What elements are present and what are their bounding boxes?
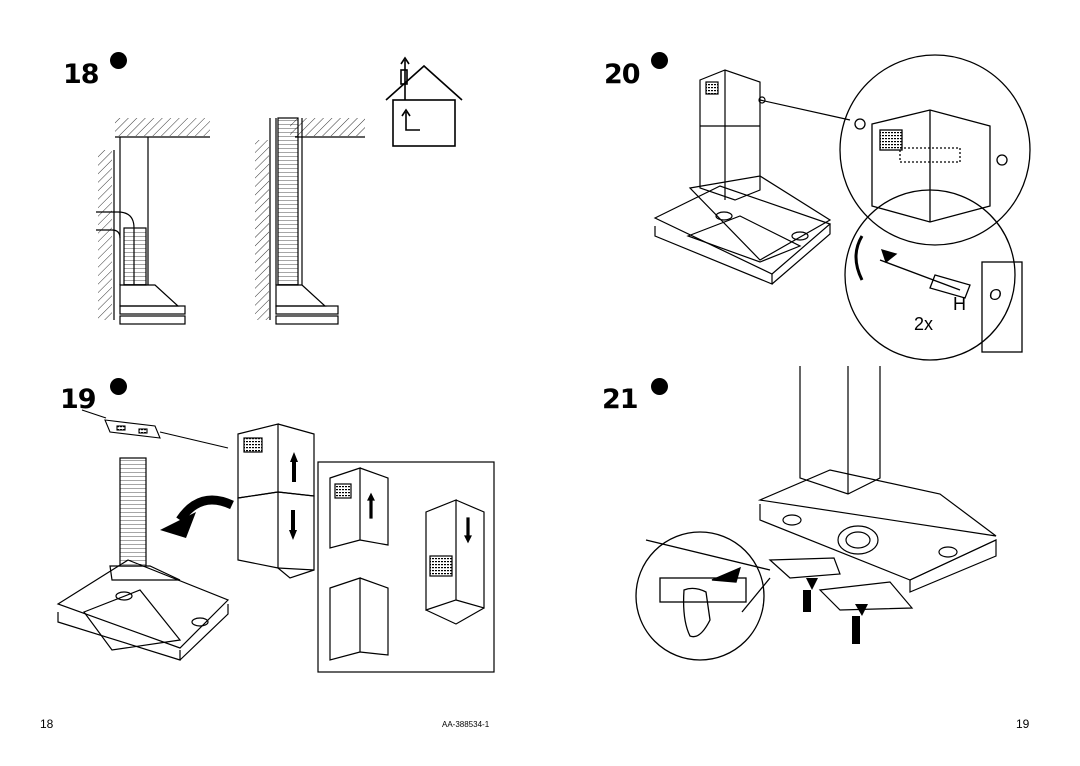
document-code: AA-388534-1 [442,720,490,729]
step-dot-19 [110,378,127,395]
house-duct-exhaust-icon [385,56,463,147]
step-number-21: 21 [602,384,639,415]
step-dot-20 [651,52,668,69]
step19-bracket [81,409,229,449]
arrow-down-icon [289,510,297,540]
step-number-18: 18 [63,59,100,90]
step21-hood [757,366,997,611]
curved-arrow-icon [160,495,234,538]
step19-chimney-covers [237,423,315,579]
step18-duct-left [96,118,210,325]
step-number-19: 19 [60,384,97,415]
step18-duct-right [255,117,365,325]
label-h: H [953,294,966,314]
step-dot-18 [110,52,127,69]
press-arrow-icon [803,578,868,644]
arrow-up-icon [290,452,298,482]
step19-hood-assembly [56,457,230,661]
step21-detail-circle [635,531,771,661]
step-number-20: 20 [604,59,641,90]
step20-hood [653,69,851,285]
label-qty: 2x [914,314,933,334]
step20-detail-circle-top [839,54,1031,246]
step19-inset-box [317,461,495,673]
page-number-left: 18 [40,717,54,731]
label-o: O [989,287,1001,304]
page-number-right: 19 [1016,717,1030,731]
step20-detail-circle-bottom [844,189,1023,361]
step-dot-21 [651,378,668,395]
